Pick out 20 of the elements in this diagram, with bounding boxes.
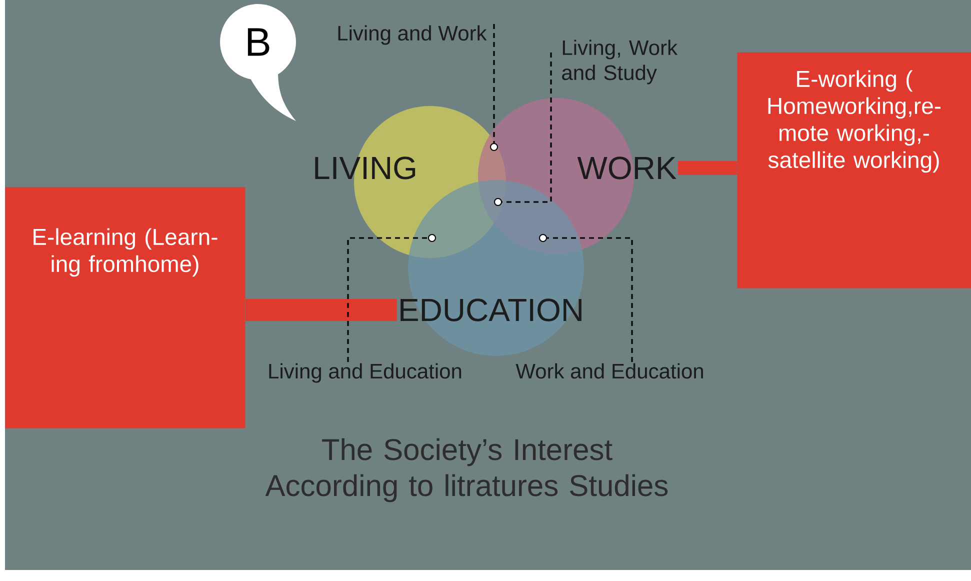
- caption: The Society’s Interest According to litratures Studies: [265, 438, 668, 502]
- speech-bubble: B: [220, 4, 296, 121]
- callout-label: Work and Education: [516, 363, 703, 379]
- circle-label: WORK: [577, 156, 676, 180]
- callout-box: E-learning (Learn- ing fromhome): [5, 187, 246, 428]
- leader-line: [547, 237, 633, 362]
- leader-line: [502, 52, 552, 203]
- callout-label: Living, Work and Study: [562, 40, 678, 84]
- dot-marker: [539, 234, 547, 242]
- circle-label: EDUCATION: [400, 298, 582, 322]
- dot-marker: [428, 234, 436, 242]
- dot-marker: [490, 143, 498, 151]
- dot-marker: [494, 198, 502, 206]
- connector-bar: [245, 299, 397, 321]
- callout-label: Living and Work: [338, 25, 487, 45]
- leader-line: [493, 24, 495, 143]
- circle-label: LIVING: [315, 156, 416, 180]
- callout-label: Living and Education: [269, 363, 462, 383]
- connector-bar: [678, 161, 737, 175]
- callout-box: E-working ( Homeworking,re- mote working,- satellite working): [737, 52, 971, 288]
